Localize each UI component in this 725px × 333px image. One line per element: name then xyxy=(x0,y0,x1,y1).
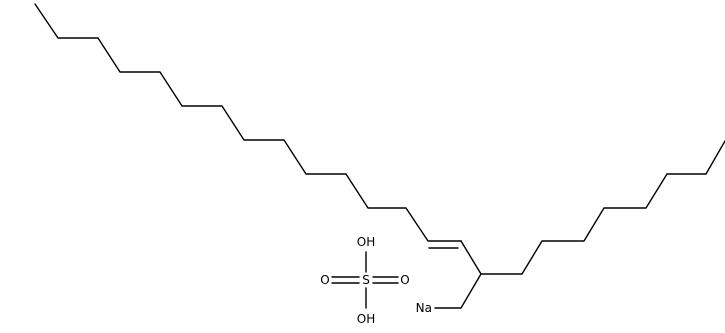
atom-label-oh-top: OH xyxy=(357,235,375,249)
bond-to-branch-carbon xyxy=(460,240,482,275)
atom-label-o-left: O xyxy=(320,273,329,287)
octyl-chain xyxy=(480,140,725,275)
ch2-na-bond xyxy=(434,273,482,309)
atom-label-na: Na xyxy=(416,301,432,315)
atom-label-oh-bottom: OH xyxy=(357,312,375,326)
hexadecenyl-chain xyxy=(34,3,462,242)
atom-label-s: S xyxy=(362,273,370,287)
atom-label-o-right: O xyxy=(400,273,409,287)
